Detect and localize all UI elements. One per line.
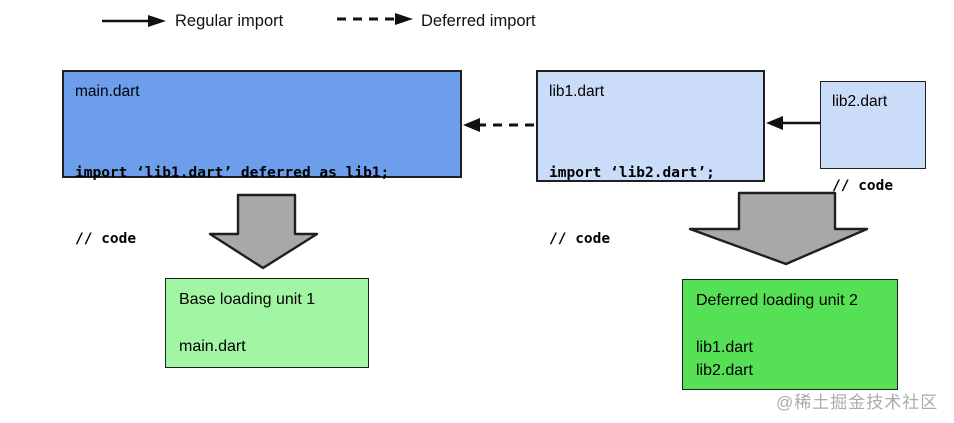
code-line: // code	[832, 178, 894, 194]
code-line: // code	[75, 231, 137, 247]
unit-base-loading: Base loading unit 1 main.dart	[165, 278, 369, 368]
legend-deferred-import-label: Deferred import	[421, 12, 536, 30]
node-main-dart-code: import ‘lib1.dart’ deferred as lib1; // …	[75, 118, 449, 294]
regular-import-edge-arrow	[766, 116, 821, 130]
unit-base-title: Base loading unit 1	[179, 291, 316, 308]
unit-base-files: main.dart	[179, 335, 355, 358]
node-main-dart-title: main.dart	[75, 83, 140, 100]
node-lib2-dart-title: lib2.dart	[832, 93, 888, 110]
block-arrow-down-base	[208, 193, 319, 270]
deferred-import-edge-arrow	[463, 118, 537, 132]
node-lib2-dart: lib2.dart // code	[820, 81, 926, 194]
unit-deferred-title: Deferred loading unit 2	[696, 292, 858, 309]
code-line: import ‘lib1.dart’ deferred as lib1;	[75, 165, 390, 181]
code-line: // code	[549, 231, 611, 247]
node-lib2-dart-code: // code	[832, 131, 914, 241]
node-lib1-dart-title: lib1.dart	[549, 83, 605, 100]
unit-file: lib2.dart	[696, 362, 753, 379]
code-line: import ‘lib2.dart’;	[549, 165, 715, 181]
node-lib1-dart-code: import ‘lib2.dart’; // code	[549, 118, 752, 294]
unit-deferred-loading: Deferred loading unit 2 lib1.dart lib2.d…	[682, 279, 898, 390]
node-lib1-dart: lib1.dart import ‘lib2.dart’; // code	[536, 70, 765, 247]
legend-regular-import-label: Regular import	[175, 12, 284, 30]
unit-file: main.dart	[179, 338, 246, 355]
block-arrow-down-deferred	[688, 191, 869, 266]
unit-deferred-files: lib1.dart lib2.dart	[696, 336, 884, 382]
unit-file: lib1.dart	[696, 339, 753, 356]
node-main-dart: main.dart import ‘lib1.dart’ deferred as…	[62, 70, 462, 247]
deferred-import-arrow-icon	[337, 13, 413, 25]
regular-import-arrow-icon	[102, 15, 166, 27]
watermark: @稀土掘金技术社区	[776, 393, 939, 412]
